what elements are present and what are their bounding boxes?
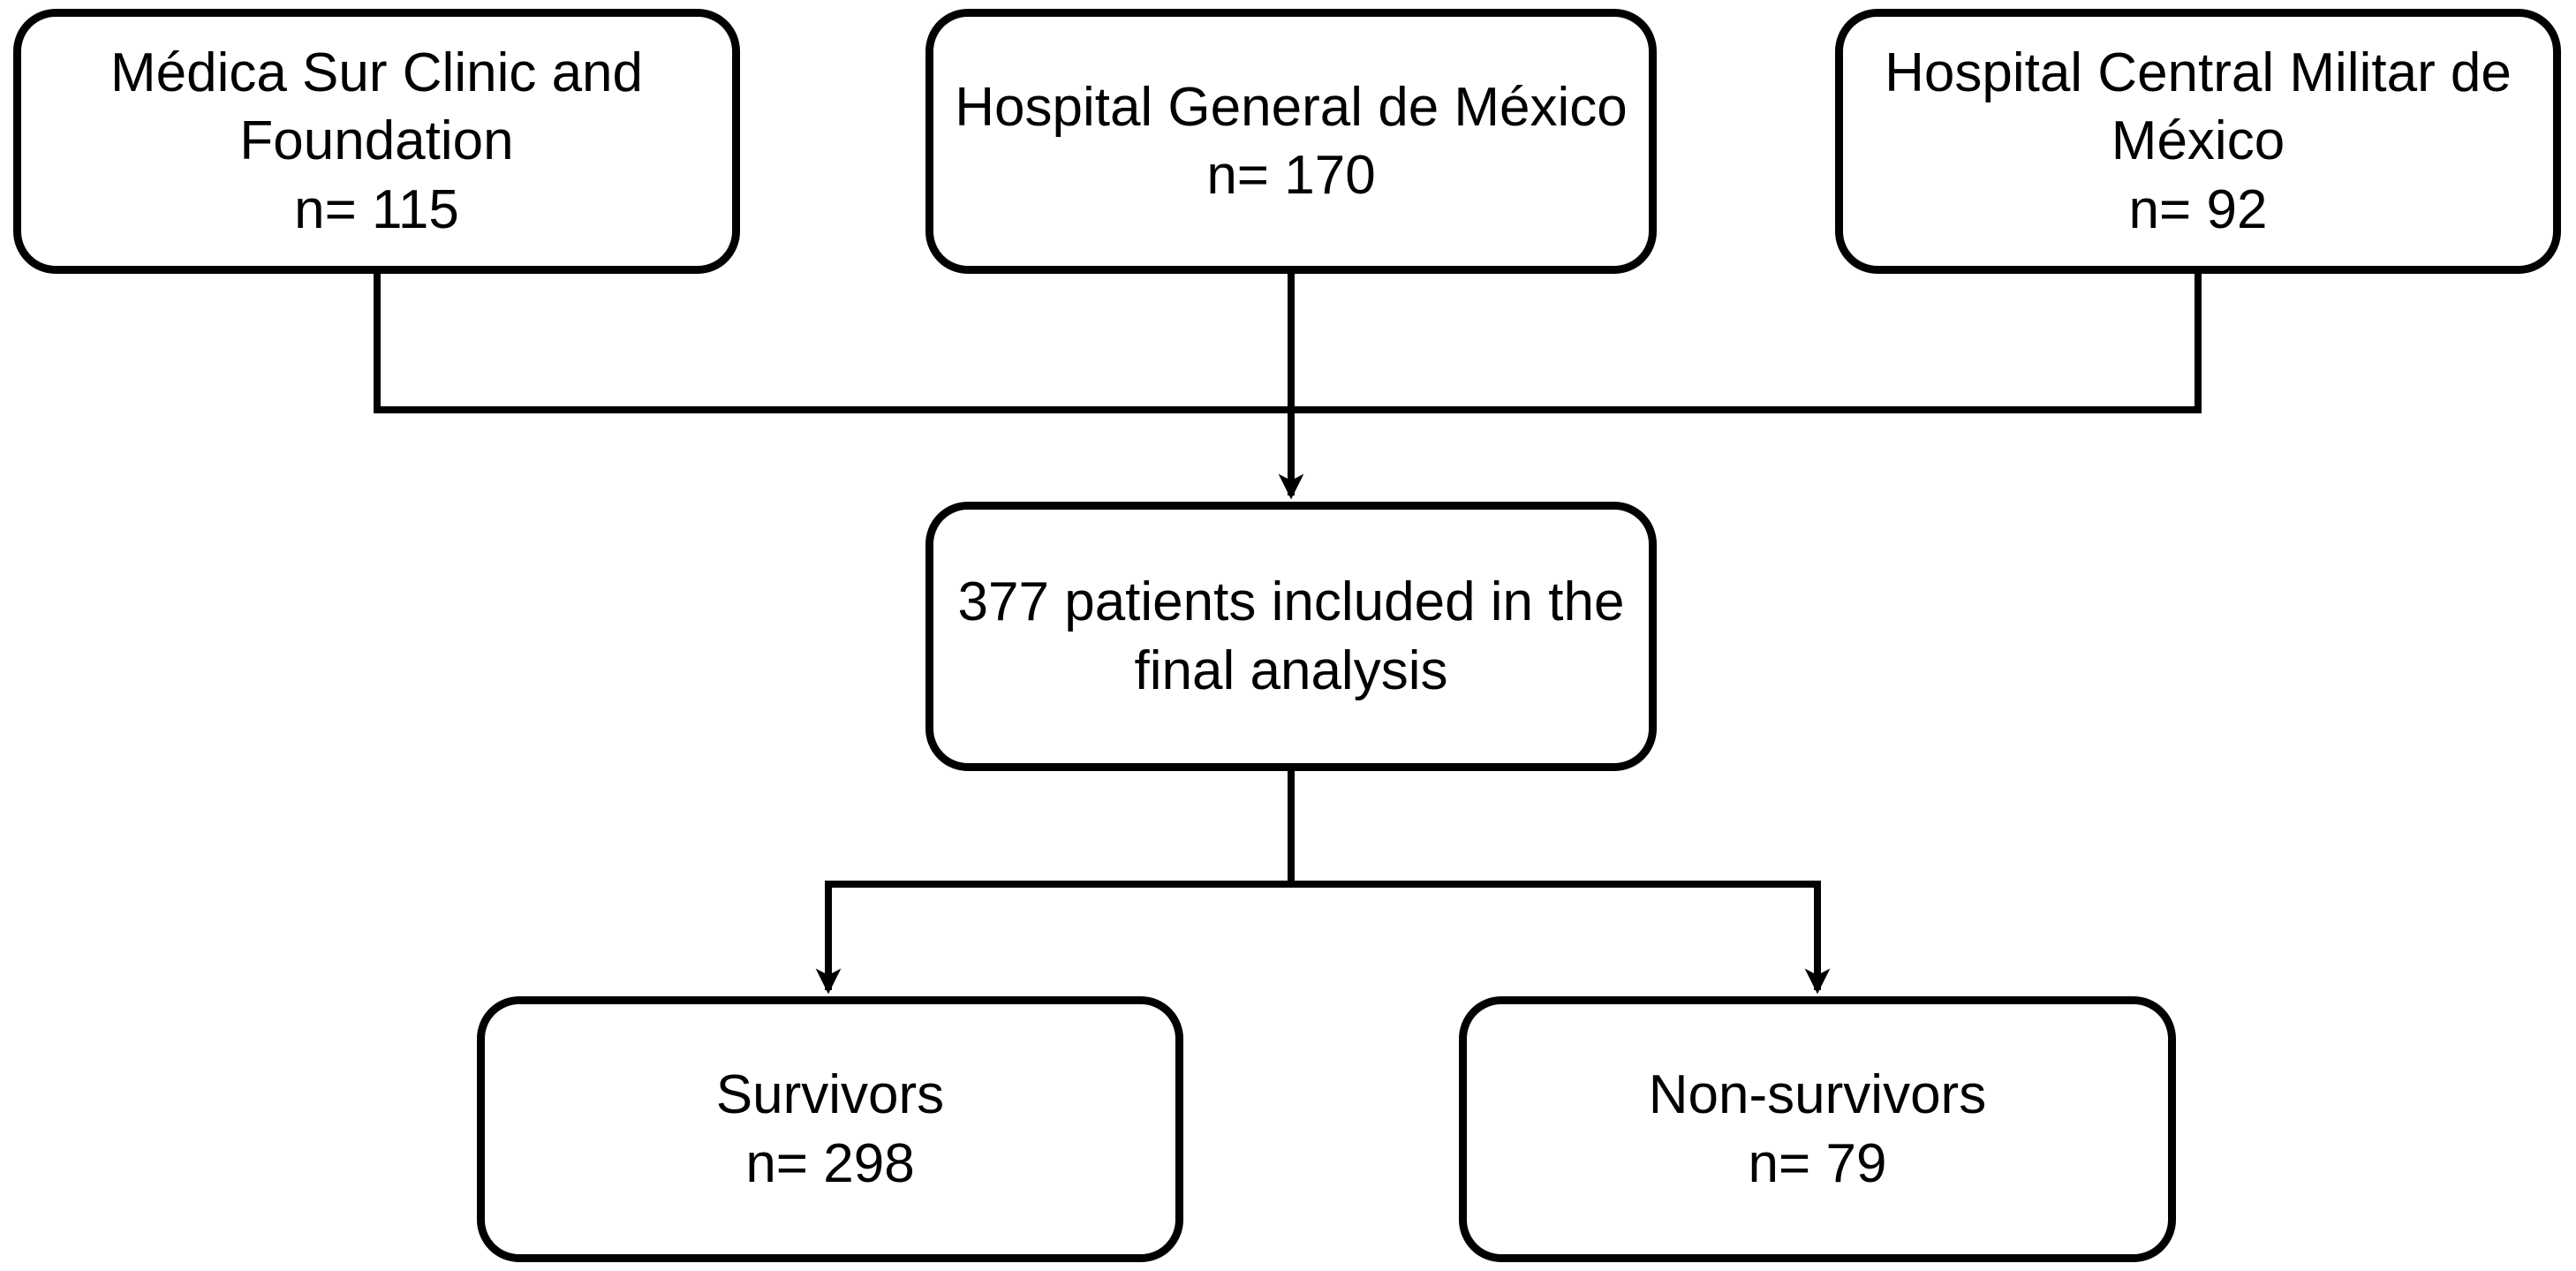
node-site2: Hospital General de México n= 170: [925, 9, 1657, 274]
node-included-label: 377 patients included in the final analy…: [957, 571, 1625, 701]
node-survivors: Survivors n= 298: [477, 996, 1183, 1262]
node-site2-label: Hospital General de México: [955, 76, 1628, 138]
node-site1-count: n= 115: [294, 178, 459, 240]
node-site3-count: n= 92: [2128, 178, 2268, 240]
node-site1: Médica Sur Clinic and Foundation n= 115: [13, 9, 740, 274]
node-non-survivors-count: n= 79: [1748, 1132, 1887, 1194]
node-site3: Hospital Central Militar de México n= 92: [1835, 9, 2561, 274]
node-site3-label: Hospital Central Militar de México: [1885, 42, 2512, 172]
node-survivors-count: n= 298: [745, 1132, 915, 1194]
node-non-survivors: Non-survivors n= 79: [1459, 996, 2176, 1262]
node-site1-label: Médica Sur Clinic and Foundation: [110, 42, 644, 172]
node-survivors-label: Survivors: [715, 1064, 945, 1125]
node-included: 377 patients included in the final analy…: [925, 502, 1657, 771]
node-site2-count: n= 170: [1206, 145, 1376, 206]
node-non-survivors-label: Non-survivors: [1648, 1064, 1987, 1125]
